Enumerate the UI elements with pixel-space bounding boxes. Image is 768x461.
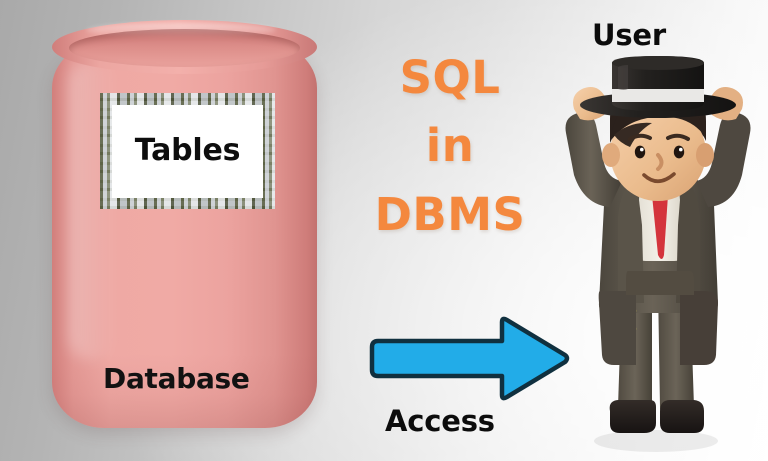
tables-label-inner: Tables <box>112 104 263 198</box>
cylinder-bottom-shadow <box>52 354 317 428</box>
access-arrow-icon <box>364 316 570 402</box>
access-label: Access <box>385 404 495 438</box>
cylinder-inner-opening <box>69 29 300 67</box>
tables-label-card: Tables <box>100 93 275 209</box>
page-title: SQL in DBMS <box>352 44 548 249</box>
cylinder-rim-highlight <box>86 23 276 37</box>
user-3d-figure-icon <box>548 55 768 461</box>
title-line-1: SQL <box>399 51 501 104</box>
database-caption: Database <box>103 362 250 395</box>
tables-label-text: Tables <box>134 133 241 168</box>
title-line-3: DBMS <box>374 187 526 241</box>
user-label: User <box>592 18 666 52</box>
title-line-2: in <box>425 119 475 173</box>
